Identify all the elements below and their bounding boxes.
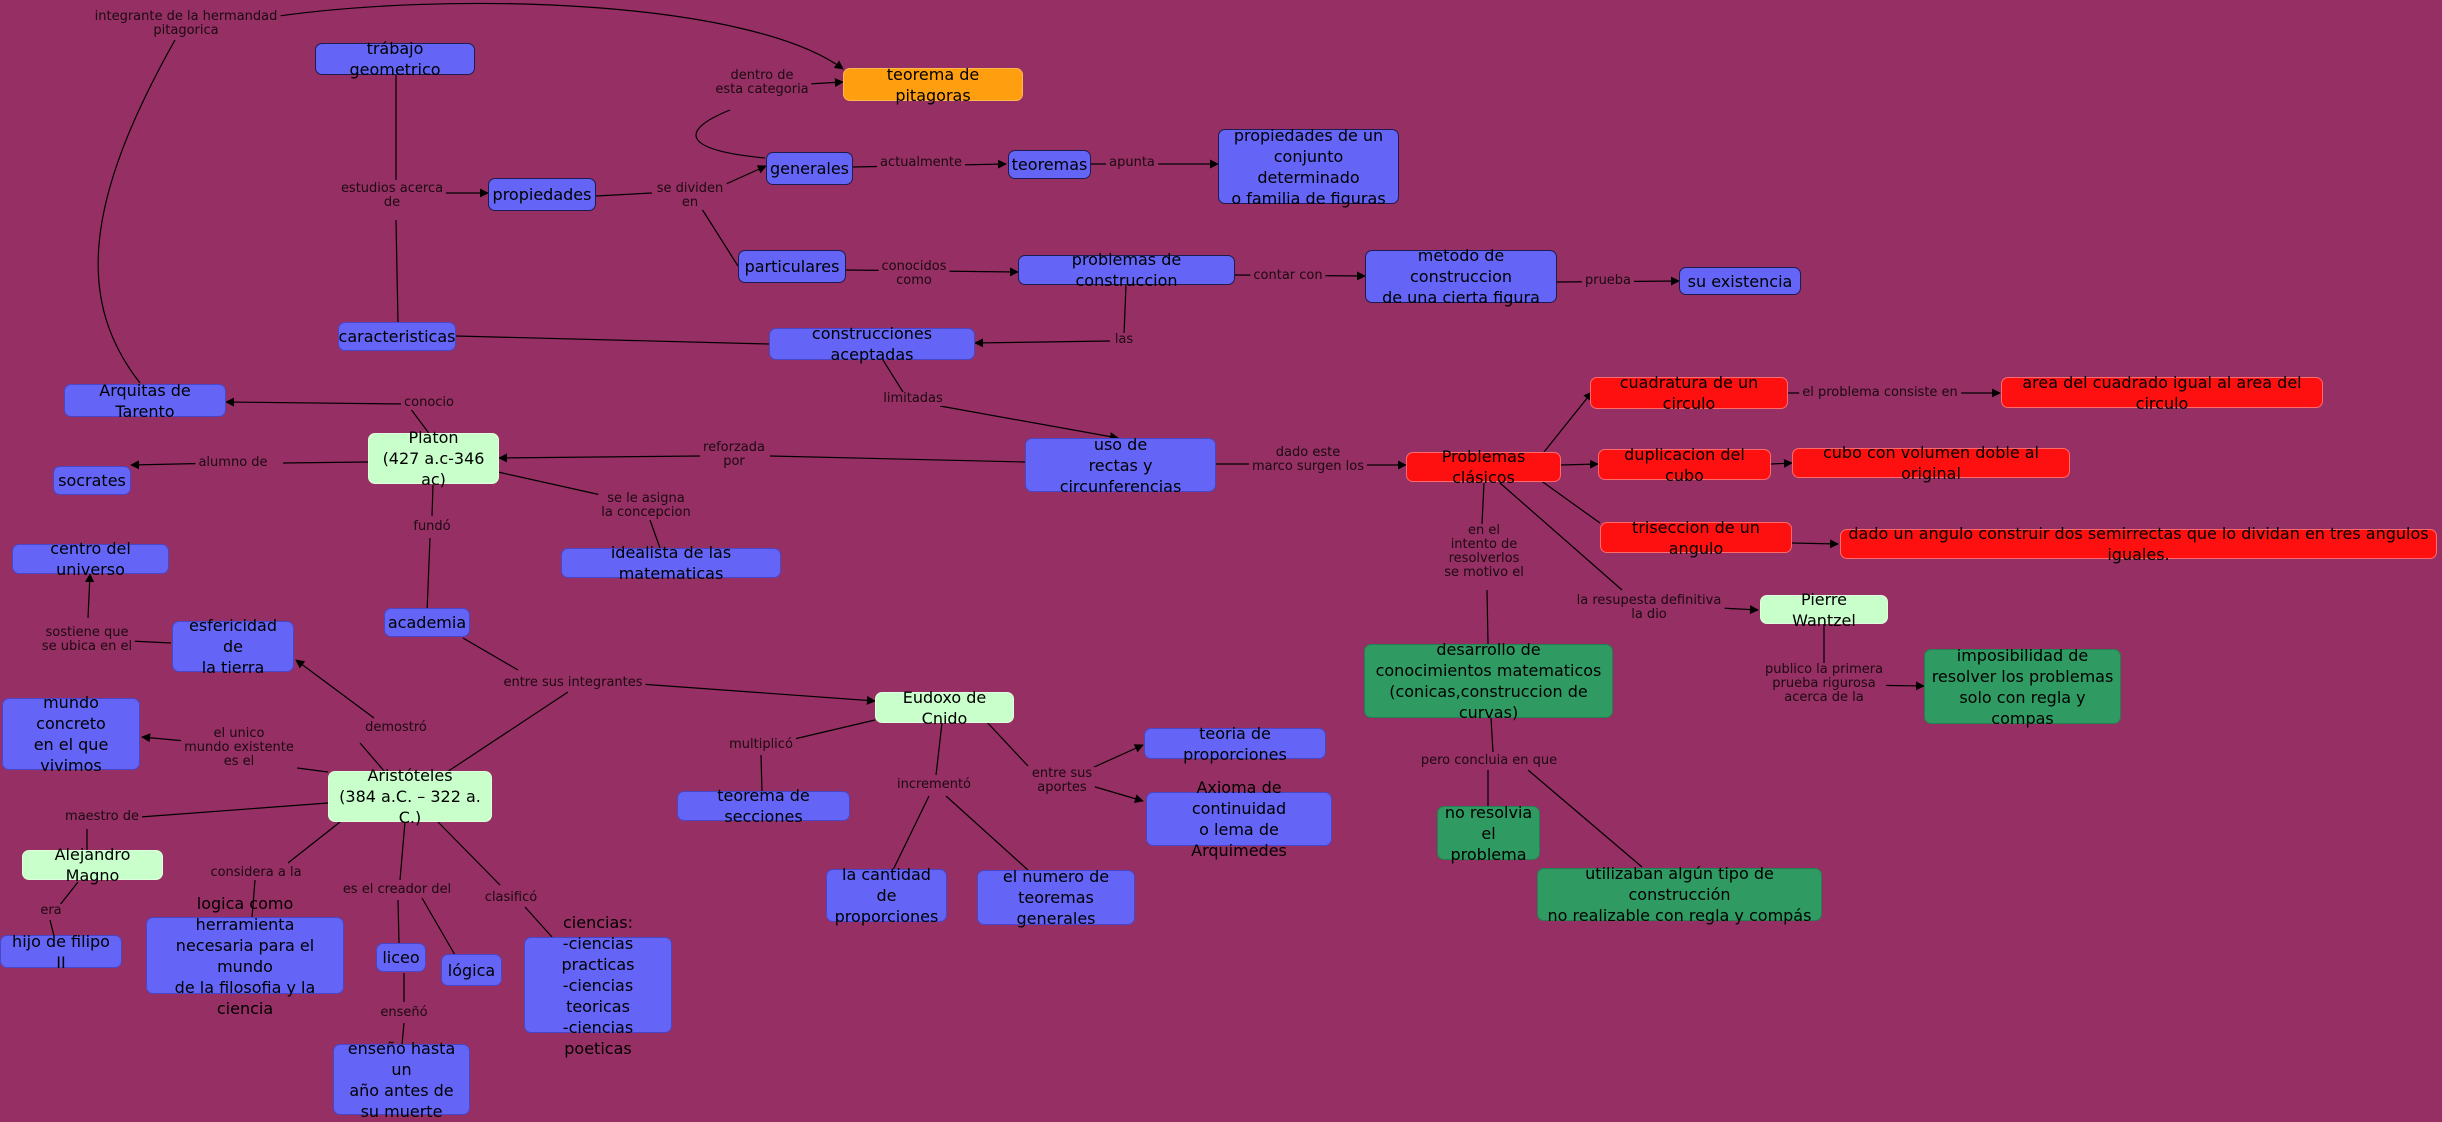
label-estudios: estudios acerca de xyxy=(337,182,447,210)
node-metodo-construccion[interactable]: metodo de construccion de una cierta fig… xyxy=(1365,246,1557,307)
node-ciencias[interactable]: ciencias: -ciencias practicas -ciencias … xyxy=(524,913,672,1058)
node-logica[interactable]: lógica xyxy=(441,954,502,986)
node-numero-teoremas[interactable]: el numero de teoremas generales xyxy=(977,867,1135,928)
label-se-dividen: se dividen en xyxy=(653,182,727,210)
label-prueba: prueba xyxy=(1581,274,1635,288)
label-dado-este: dado este marco surgen los xyxy=(1248,446,1368,474)
node-no-resolvia[interactable]: no resolvia el problema xyxy=(1437,803,1540,864)
node-idealista[interactable]: idealista de las matematicas xyxy=(561,543,781,583)
node-propiedades[interactable]: propiedades xyxy=(488,178,596,211)
label-integrantes: entre sus integrantes xyxy=(500,676,646,690)
node-arquitas-tarento[interactable]: Arquitas de Tarento xyxy=(64,381,226,421)
node-teorema-pitagoras[interactable]: teorema de pitagoras xyxy=(843,65,1023,105)
node-propiedades-conjunto[interactable]: propiedades de un conjunto determinado o… xyxy=(1218,126,1399,208)
label-demostro: demostró xyxy=(362,721,430,735)
node-problemas-clasicos[interactable]: Problemas clásicos xyxy=(1406,447,1561,487)
node-socrates[interactable]: socrates xyxy=(53,466,131,495)
node-duplicacion-cubo[interactable]: duplicacion del cubo xyxy=(1598,445,1771,485)
label-conocio: conocio xyxy=(400,396,458,410)
label-resupesta: la resupesta definitiva la dio xyxy=(1573,594,1725,622)
node-imposibilidad[interactable]: imposibilidad de resolver los problemas … xyxy=(1924,646,2121,728)
label-alumno: alumno de xyxy=(195,456,271,470)
node-teoremas[interactable]: teoremas xyxy=(1008,150,1091,179)
label-maestro: maestro de xyxy=(62,810,142,824)
label-pero: pero concluia en que xyxy=(1417,754,1561,768)
label-publico: publico la primera prueba rigurosa acerc… xyxy=(1761,663,1887,705)
node-problemas-construccion[interactable]: problemas de construccion xyxy=(1018,250,1235,290)
label-asigna: se le asigna la concepcion xyxy=(598,492,694,520)
node-hijo-filipo[interactable]: hijo de filipo II xyxy=(0,932,122,972)
node-generales[interactable]: generales xyxy=(766,152,853,185)
node-cubo-volumen[interactable]: cubo con volumen doble al original xyxy=(1792,443,2070,483)
node-centro-universo[interactable]: centro del universo xyxy=(12,539,169,579)
label-las: las xyxy=(1111,333,1137,347)
label-fundo: fundó xyxy=(410,520,454,534)
node-enseno-hasta[interactable]: enseño hasta un año antes de su muerte xyxy=(333,1039,470,1121)
node-dado-angulo[interactable]: dado un angulo construir dos semirrectas… xyxy=(1840,524,2437,564)
node-platon[interactable]: Platon (427 a.c-346 ac) xyxy=(368,428,499,489)
label-el-unico: el unico mundo existente es el xyxy=(181,727,297,769)
node-su-existencia[interactable]: su existencia xyxy=(1679,267,1801,295)
label-sostiene: sostiene que se ubica en el xyxy=(38,626,136,654)
label-apunta: apunta xyxy=(1106,156,1158,170)
label-creador: es el creador del xyxy=(339,883,455,897)
node-aristoteles[interactable]: Aristóteles (384 a.C. – 322 a. C.) xyxy=(328,766,492,827)
label-conocidos: conocidos como xyxy=(878,260,950,288)
node-triseccion-angulo[interactable]: triseccion de un angulo xyxy=(1600,518,1792,558)
node-particulares[interactable]: particulares xyxy=(738,250,846,283)
node-construcciones-aceptadas[interactable]: construcciones aceptadas xyxy=(769,324,975,364)
node-esfericidad-tierra[interactable]: esfericidad de la tierra xyxy=(172,616,294,677)
node-desarrollo-conocimientos[interactable]: desarrollo de conocimientos matematicos … xyxy=(1364,640,1613,722)
label-integrante: integrante de la hermandad pitagorica xyxy=(91,10,281,38)
node-teorema-secciones[interactable]: teorema de secciones xyxy=(677,786,850,826)
label-dentro: dentro de esta categoria xyxy=(712,69,812,97)
label-consiste: el problema consiste en xyxy=(1799,386,1961,400)
node-academia[interactable]: academia xyxy=(384,608,470,637)
label-incremento: incrementó xyxy=(893,778,975,792)
node-teoria-proporciones[interactable]: teoria de proporciones xyxy=(1144,724,1326,764)
node-mundo-concreto[interactable]: mundo concreto en el que vivimos xyxy=(2,693,140,775)
label-limitadas: limitadas xyxy=(880,392,946,406)
label-aportes: entre sus aportes xyxy=(1028,767,1096,795)
label-actualmente: actualmente xyxy=(876,156,966,170)
node-eudoxo-cnido[interactable]: Eudoxo de Cnido xyxy=(875,688,1014,728)
label-contar: contar con xyxy=(1250,269,1326,283)
node-area-cuadrado[interactable]: area del cuadrado igual al area del circ… xyxy=(2001,373,2323,413)
node-pierre-wantzel[interactable]: Pierre Wantzel xyxy=(1760,590,1888,630)
label-enseno: enseñó xyxy=(377,1006,431,1020)
node-trabajo-geometrico[interactable]: trábajo geometrico xyxy=(315,39,475,79)
label-era: era xyxy=(37,904,65,918)
node-cuadratura-circulo[interactable]: cuadratura de un circulo xyxy=(1590,373,1788,413)
node-alejandro-magno[interactable]: Alejandro Magno xyxy=(22,845,163,885)
node-axioma-continuidad[interactable]: Axioma de continuidad o lema de Arquimed… xyxy=(1146,778,1332,860)
label-considera: considera a la xyxy=(207,866,305,880)
node-caracteristicas[interactable]: caracteristicas xyxy=(338,322,456,351)
node-cantidad-proporciones[interactable]: la cantidad de proporciones xyxy=(826,865,947,926)
node-liceo[interactable]: liceo xyxy=(376,943,426,972)
label-reforzada: reforzada por xyxy=(700,441,768,469)
node-utilizaban[interactable]: utilizaban algún tipo de construcción no… xyxy=(1537,864,1822,925)
label-en-el-intento: en el intento de resolverlos se motivo e… xyxy=(1441,524,1527,580)
label-clasifico: clasificó xyxy=(481,891,541,905)
node-uso-rectas[interactable]: uso de rectas y circunferencias xyxy=(1025,435,1216,496)
label-multiplico: multiplicó xyxy=(726,738,796,752)
node-logica-herramienta[interactable]: logica como herramienta necesaria para e… xyxy=(146,894,344,1018)
